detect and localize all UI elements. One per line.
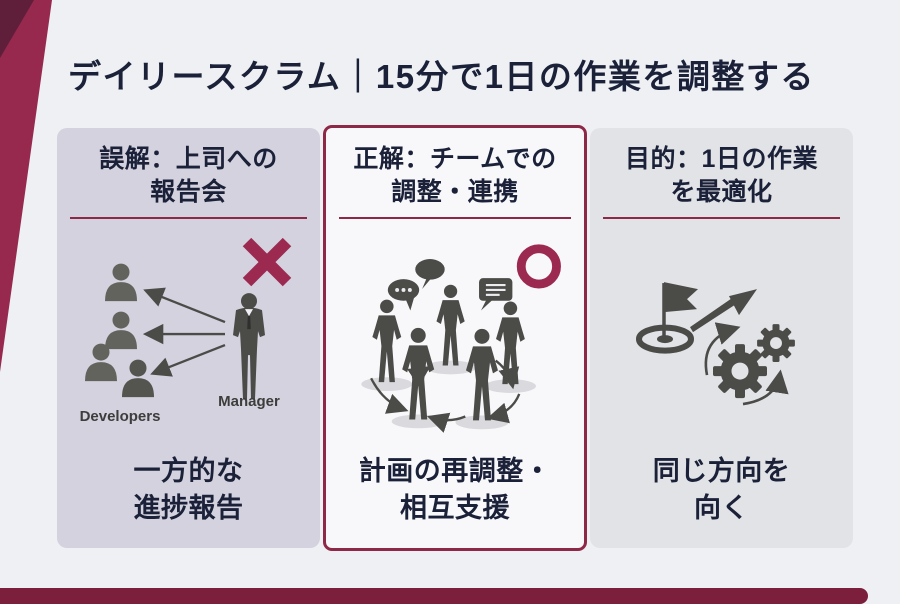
flag-target-icon [636, 282, 698, 354]
caption-line: 同じ方向を [652, 456, 791, 487]
developers-label: Developers [80, 408, 161, 425]
caption-line: 向く [694, 492, 749, 523]
panel-correct-header: 正解：チームでの 調整・連携 [353, 128, 556, 208]
caption-line: 計画の再調整・ [358, 456, 552, 487]
header-line: 誤解：上司への [99, 145, 278, 173]
header-underline [70, 217, 307, 219]
gear-large-icon [713, 344, 767, 399]
manager-label: Manager [218, 393, 280, 410]
developer-bust-icon [85, 263, 137, 382]
header-line: 報告会 [150, 177, 227, 206]
panel-purpose-illustration [590, 219, 853, 453]
panel-row: 誤解：上司への 報告会 [57, 125, 853, 551]
panel-purpose-header: 目的：1日の作業 を最適化 [625, 128, 818, 208]
caption-line: 進捗報告 [133, 492, 244, 523]
developer-bust-icon [122, 359, 154, 398]
panel-correct: 正解：チームでの 調整・連携 [323, 125, 587, 551]
goal-optimize-illustration [636, 282, 795, 406]
header-line: 調整・連携 [391, 177, 519, 206]
slide-title: デイリースクラム｜15分で1日の作業を調整する [68, 58, 815, 95]
manager-figure-icon [233, 293, 265, 400]
speech-bubble-lines-icon [479, 278, 513, 311]
panel-misconception-illustration: Developers Manager [57, 219, 320, 453]
gear-small-icon [757, 324, 795, 362]
one-way-arrows-icon [142, 287, 226, 377]
header-line: 目的：1日の作業 [625, 145, 818, 173]
x-mark-icon [242, 237, 292, 287]
one-way-report-illustration: Developers Manager [80, 237, 292, 425]
speech-bubble-icon [415, 259, 445, 289]
panel-purpose-caption: 同じ方向を 向く [653, 453, 791, 548]
circle-arrows-icon [370, 359, 521, 433]
panel-misconception: 誤解：上司への 報告会 [57, 128, 320, 548]
header-line: 正解：チームでの [353, 145, 557, 173]
header-underline [339, 217, 571, 219]
cycle-arrows-icon [704, 322, 789, 406]
panel-correct-caption: 計画の再調整・ 相互支援 [359, 453, 552, 548]
panel-misconception-caption: 一方的な 進捗報告 [134, 453, 244, 548]
corner-wedge-decoration [0, 0, 52, 372]
team-member-figure-icon [372, 284, 525, 421]
floor-shadows [361, 360, 536, 430]
panel-correct-illustration [326, 219, 584, 453]
o-mark-icon [516, 244, 561, 289]
header-underline [603, 217, 840, 219]
team-circle-illustration [361, 244, 561, 433]
caption-line: 相互支援 [400, 492, 510, 523]
panel-purpose: 目的：1日の作業 を最適化 [590, 128, 853, 548]
header-line: を最適化 [670, 177, 773, 206]
speech-bubble-dots-icon [387, 279, 420, 311]
bottom-accent-bar [0, 588, 868, 604]
caption-line: 一方的な [133, 456, 244, 487]
panel-misconception-header: 誤解：上司への 報告会 [99, 128, 278, 208]
growth-arrow-icon [690, 289, 757, 333]
